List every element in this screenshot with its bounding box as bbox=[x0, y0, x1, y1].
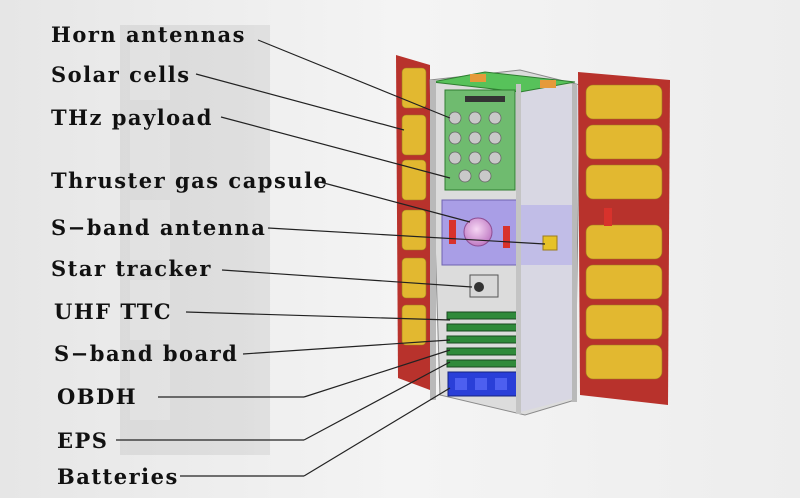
label-horn-antennas: Horn antennas bbox=[51, 22, 246, 47]
label-uhf-ttc: UHF TTC bbox=[54, 299, 173, 324]
leader-thruster-gas-capsule bbox=[319, 181, 471, 223]
solar-panel-left bbox=[396, 55, 430, 390]
leader-thz-payload bbox=[220, 116, 451, 179]
leader-eps-diagonal bbox=[303, 361, 451, 441]
leader-s-band-antenna bbox=[267, 227, 546, 245]
leader-batteries-diagonal bbox=[303, 387, 451, 477]
leader-star-tracker bbox=[221, 269, 473, 288]
leader-horn-antennas bbox=[257, 39, 451, 119]
label-batteries: Batteries bbox=[57, 464, 179, 489]
leader-obdh-diagonal bbox=[303, 349, 451, 398]
label-s-band-antenna: S−band antenna bbox=[51, 215, 267, 240]
leader-s-band-board bbox=[242, 339, 451, 355]
cubesat-body bbox=[429, 69, 581, 416]
ghost-reflection bbox=[120, 25, 270, 455]
label-thz-payload: THz payload bbox=[51, 105, 213, 130]
label-eps: EPS bbox=[57, 428, 109, 453]
label-obdh: OBDH bbox=[57, 384, 138, 409]
solar-panel-right bbox=[578, 72, 670, 405]
leader-lines bbox=[116, 39, 546, 477]
label-star-tracker: Star tracker bbox=[51, 256, 212, 281]
label-thruster-gas-capsule: Thruster gas capsule bbox=[51, 168, 329, 193]
label-solar-cells: Solar cells bbox=[51, 62, 191, 87]
label-s-band-board: S−band board bbox=[54, 341, 239, 366]
leader-uhf-ttc bbox=[185, 311, 451, 321]
leader-solar-cells bbox=[195, 73, 405, 131]
